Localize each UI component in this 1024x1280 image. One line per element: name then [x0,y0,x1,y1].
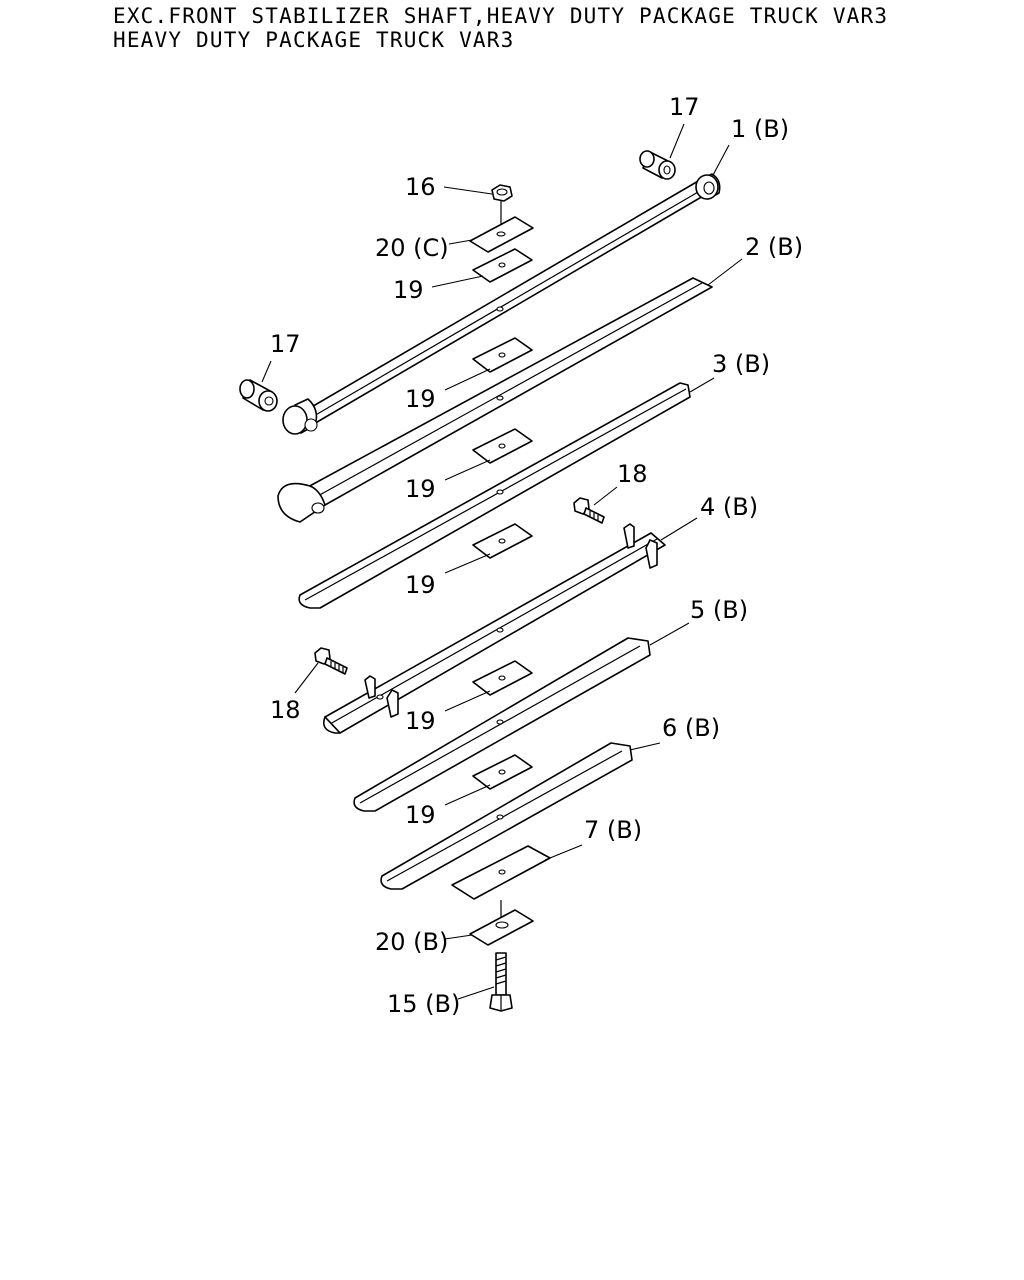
leaf-4 [322,523,666,734]
callout-1: 1 (B) [731,115,789,143]
nut-16 [491,184,513,225]
center-bolt-15 [489,952,513,1012]
bolt-18-top [573,497,605,524]
callout-3: 3 (B) [712,350,770,378]
callout-17-top: 17 [669,93,700,121]
callout-7: 7 (B) [584,816,642,844]
callout-6: 6 (B) [662,714,720,742]
callout-16: 16 [405,173,436,201]
callout-4: 4 (B) [700,493,758,521]
callout-18-top: 18 [617,460,648,488]
bushing-17-top [639,150,676,180]
callout-5: 5 (B) [690,596,748,624]
callout-19-a: 19 [393,276,424,304]
leaf-6 [380,742,633,890]
callout-17-left: 17 [270,330,301,358]
title-line-2: HEAVY DUTY PACKAGE TRUCK VAR3 [113,28,515,52]
leaf-1 [282,173,721,435]
callout-18-left: 18 [270,696,301,724]
callout-19-c: 19 [405,475,436,503]
leaf-2 [277,277,713,523]
callout-19-f: 19 [405,801,436,829]
leader-lines [261,123,743,1000]
callout-20b: 20 (B) [375,928,448,956]
title-line-1: EXC.FRONT STABILIZER SHAFT,HEAVY DUTY PA… [113,4,889,28]
callout-19-e: 19 [405,707,436,735]
bushing-17-left [239,379,278,412]
callout-2: 2 (B) [745,233,803,261]
leaf-5 [353,637,651,812]
callout-15: 15 (B) [387,990,460,1018]
callout-20c: 20 (C) [375,234,449,262]
leaf-3 [298,382,691,609]
callout-19-d: 19 [405,571,436,599]
bolt-18-left [314,647,348,675]
callout-19-b: 19 [405,385,436,413]
